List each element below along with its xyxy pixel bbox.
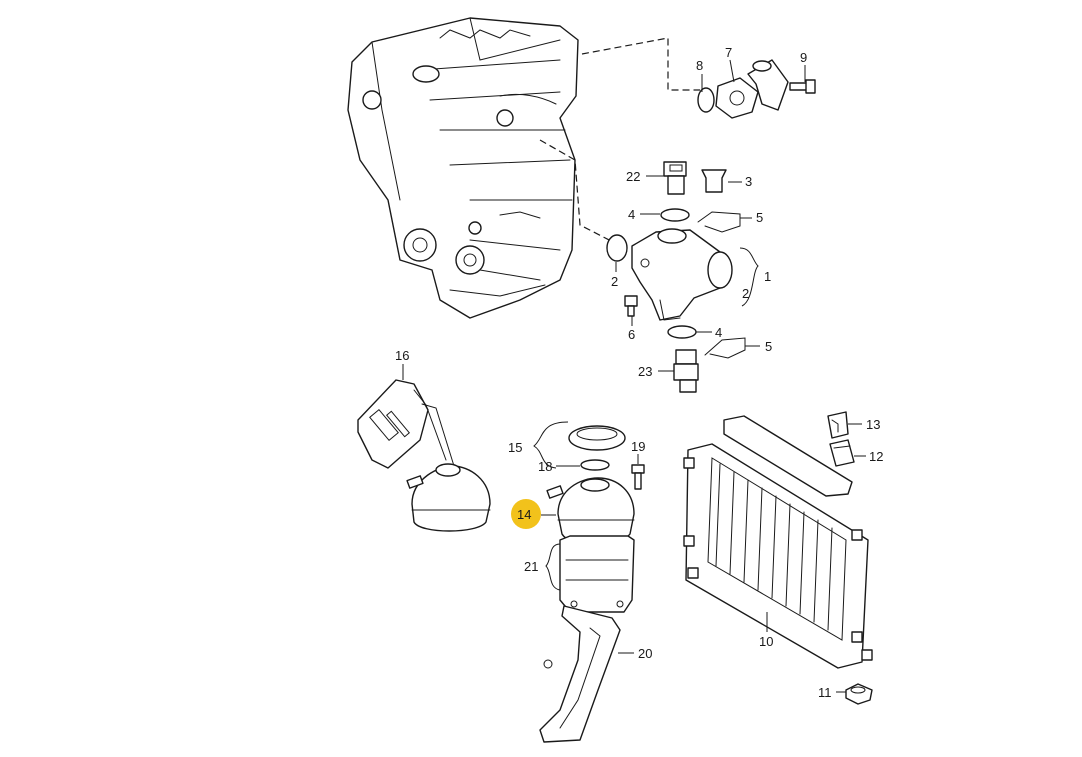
rubber-mount[interactable]: [845, 683, 873, 705]
gasket[interactable]: [606, 234, 628, 262]
label-3[interactable]: 3: [745, 174, 752, 189]
label-22[interactable]: 22: [626, 169, 640, 184]
sealing-plug[interactable]: [701, 169, 727, 193]
label-4[interactable]: 4: [715, 325, 722, 340]
label-23[interactable]: 23: [638, 364, 652, 379]
label-11[interactable]: 11: [818, 685, 832, 700]
seal-ring[interactable]: [697, 87, 715, 113]
engine-block[interactable]: [347, 17, 579, 319]
o-ring[interactable]: [660, 208, 690, 222]
seal-ring[interactable]: [580, 459, 610, 471]
label-19[interactable]: 19: [631, 439, 645, 454]
label-15[interactable]: 15: [508, 440, 522, 455]
coolant-housing[interactable]: [631, 228, 733, 321]
bolt[interactable]: [789, 79, 816, 94]
mounting-bracket[interactable]: [827, 411, 849, 439]
support-bracket[interactable]: [539, 605, 621, 743]
connector-engine-housing: [539, 139, 616, 244]
retaining-clip[interactable]: [704, 337, 746, 359]
temperature-sender[interactable]: [663, 161, 687, 195]
o-ring[interactable]: [667, 325, 697, 339]
retaining-clip[interactable]: [697, 211, 741, 233]
connector-engine-flange: [581, 37, 700, 91]
label-8[interactable]: 8: [696, 58, 703, 73]
label-10[interactable]: 10: [759, 634, 773, 649]
label-4[interactable]: 4: [628, 207, 635, 222]
radiator[interactable]: [683, 415, 873, 669]
leader-lines: [402, 59, 866, 693]
mounting-clip[interactable]: [829, 439, 855, 467]
label-16[interactable]: 16: [395, 348, 409, 363]
filler-cap[interactable]: [568, 425, 626, 451]
label-5[interactable]: 5: [765, 339, 772, 354]
callout-highlight-14: [511, 499, 541, 529]
label-20[interactable]: 20: [638, 646, 652, 661]
label-1[interactable]: 1: [764, 269, 771, 284]
bolt[interactable]: [631, 464, 645, 490]
label-5[interactable]: 5: [756, 210, 763, 225]
expansion-tank-with-cover[interactable]: [357, 379, 491, 532]
label-2[interactable]: 2: [742, 286, 749, 301]
label-18[interactable]: 18: [538, 459, 552, 474]
label-9[interactable]: 9: [800, 50, 807, 65]
temperature-sender[interactable]: [673, 349, 699, 393]
label-13[interactable]: 13: [866, 417, 880, 432]
label-14[interactable]: 14: [517, 507, 531, 522]
expansion-tank[interactable]: [546, 477, 635, 546]
coolant-flange[interactable]: [715, 59, 789, 119]
label-6[interactable]: 6: [628, 327, 635, 342]
label-21[interactable]: 21: [524, 559, 538, 574]
label-12[interactable]: 12: [869, 449, 883, 464]
label-7[interactable]: 7: [725, 45, 732, 60]
tank-bracket[interactable]: [559, 535, 635, 613]
bolt[interactable]: [624, 295, 638, 317]
label-2[interactable]: 2: [611, 274, 618, 289]
